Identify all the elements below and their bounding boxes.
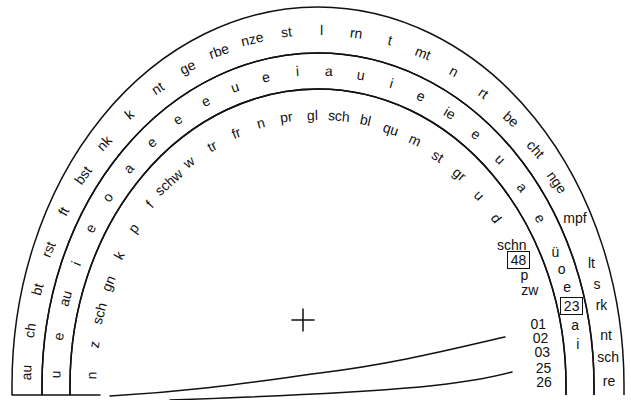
letter-group: nk <box>94 133 115 154</box>
letter-group: l <box>320 22 323 37</box>
ring-arc <box>42 53 594 395</box>
letter-group: cht <box>524 137 548 161</box>
number-window: 48 <box>507 251 531 269</box>
number-window: 23 <box>560 297 584 315</box>
letter-group: be <box>500 109 522 131</box>
number-label: 26 <box>536 375 552 390</box>
letter-group: nge <box>544 168 570 196</box>
letter-group: d <box>488 211 505 226</box>
letter-group: pr <box>279 109 293 126</box>
letter-group: n <box>85 371 100 379</box>
letter-group: rbe <box>207 41 231 62</box>
letter-group: e <box>415 88 428 105</box>
letter-group: n <box>447 63 461 80</box>
letter-group: re <box>603 374 615 389</box>
ground-line <box>12 394 100 396</box>
letter-group: qu <box>381 120 401 139</box>
letter-group: st <box>429 147 446 165</box>
letter-group: i <box>69 259 84 268</box>
letter-group: u <box>471 187 487 203</box>
ring-arc <box>12 7 624 395</box>
center-cross <box>292 309 314 331</box>
letter-group: m <box>406 132 423 151</box>
letter-group: lt <box>588 256 595 271</box>
letter-group: gl <box>307 107 318 122</box>
letter-group: e <box>51 331 67 341</box>
letter-group: nt <box>600 328 612 343</box>
letter-group: mpf <box>563 211 586 226</box>
letter-group: i <box>576 337 579 352</box>
number-label: 25 <box>536 361 552 376</box>
window-number: 48 <box>511 252 527 268</box>
letter-group: s <box>594 277 601 292</box>
letter-group: f <box>143 198 157 211</box>
landscape-line <box>110 337 505 396</box>
number-label: 03 <box>535 345 551 360</box>
letter-group: bl <box>358 112 372 129</box>
letter-group: schw <box>152 166 186 198</box>
ring-arc <box>70 89 566 395</box>
letter-group: ie <box>441 104 458 122</box>
letter-group: tr <box>205 138 220 155</box>
ring-arc <box>70 89 566 395</box>
letter-group: w <box>181 154 198 172</box>
letter-group: fr <box>229 125 242 142</box>
window-number: 23 <box>564 298 580 314</box>
letter-group: nze <box>240 29 265 49</box>
letter-group: bst <box>71 164 94 188</box>
letter-group: a <box>571 318 579 333</box>
letter-group: e <box>144 134 160 151</box>
letter-group: au <box>19 365 35 381</box>
letter-group: a <box>325 64 333 79</box>
letter-group: e <box>563 280 571 295</box>
letter-group: au <box>57 289 76 308</box>
letter-group: i <box>388 76 395 91</box>
letter-group: o <box>558 262 566 277</box>
letter-group: e <box>469 126 484 143</box>
letter-group: u <box>229 79 241 96</box>
letter-group: st <box>280 24 292 40</box>
letter-group: sch <box>90 301 110 326</box>
letter-group: rst <box>39 239 59 259</box>
letter-group: a <box>513 180 530 195</box>
letter-group: ge <box>177 57 198 77</box>
letter-group: zw <box>521 283 538 298</box>
letter-group: e <box>170 111 185 128</box>
letter-group: e <box>199 93 212 110</box>
letter-group: p <box>125 221 142 236</box>
letter-group: u <box>49 370 64 378</box>
letter-group: ü <box>552 245 560 260</box>
letter-group: sch <box>597 350 619 365</box>
letter-group: bt <box>29 282 47 297</box>
letter-group: rn <box>349 25 363 41</box>
letter-group: e <box>532 211 549 226</box>
number-label: 01 <box>530 317 546 332</box>
letter-group: sch <box>327 108 350 125</box>
letter-group: i <box>295 64 299 79</box>
letter-group: a <box>121 160 137 176</box>
letter-group: n <box>255 116 266 132</box>
letter-group: e <box>260 69 271 85</box>
letter-group: rk <box>596 298 608 313</box>
letter-group: k <box>122 106 137 122</box>
letter-group: rt <box>476 85 492 102</box>
number-label: 02 <box>533 331 549 346</box>
letter-group: k <box>111 249 128 262</box>
landscape-line <box>170 372 512 400</box>
letter-group: u <box>492 151 508 167</box>
ring-arc <box>42 53 594 395</box>
letter-group: gr <box>450 164 469 183</box>
letter-group: o <box>100 189 117 204</box>
letter-group: e <box>82 222 99 236</box>
letter-group: z <box>87 340 103 349</box>
letter-group: t <box>386 33 393 48</box>
letter-group: gn <box>99 274 119 294</box>
letter-group: u <box>355 67 365 83</box>
letter-group: mt <box>413 44 433 64</box>
letter-group: p <box>521 268 529 283</box>
letter-group: ch <box>22 322 39 339</box>
letter-group: nt <box>149 79 167 98</box>
letter-group: ft <box>56 204 73 218</box>
